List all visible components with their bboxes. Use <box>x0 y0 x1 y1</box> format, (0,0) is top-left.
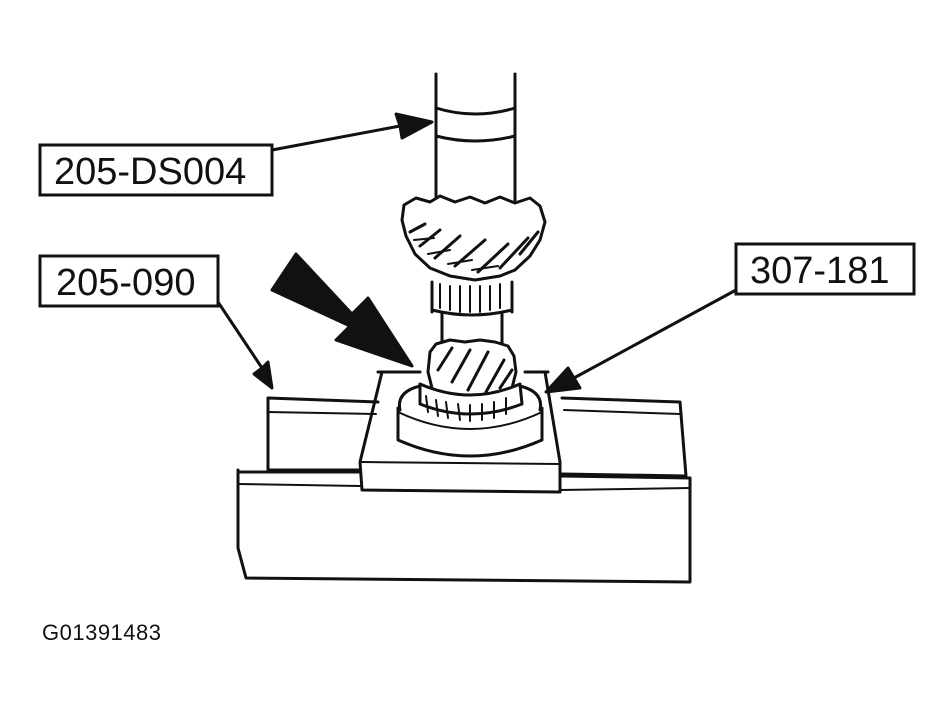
leader-205-090 <box>216 300 274 390</box>
callout-label: 205-090 <box>56 262 195 304</box>
callout-307-181: 307-181 <box>734 242 916 296</box>
callout-205-ds004: 205-DS004 <box>38 143 274 197</box>
leader-205-ds004 <box>270 112 434 152</box>
leader-307-181 <box>544 288 738 394</box>
figure-id: G01391483 <box>42 620 162 645</box>
spline-section <box>430 280 514 347</box>
callout-label: 205-DS004 <box>54 151 246 193</box>
force-direction-arrow <box>270 252 414 368</box>
installer-cup <box>396 384 544 458</box>
support-fixture <box>236 370 692 584</box>
upper-helical-gear <box>400 194 547 282</box>
callout-label: 307-181 <box>750 250 889 292</box>
callout-205-090: 205-090 <box>38 254 220 308</box>
bearing <box>418 382 524 422</box>
press-ram-shaft <box>434 72 517 216</box>
